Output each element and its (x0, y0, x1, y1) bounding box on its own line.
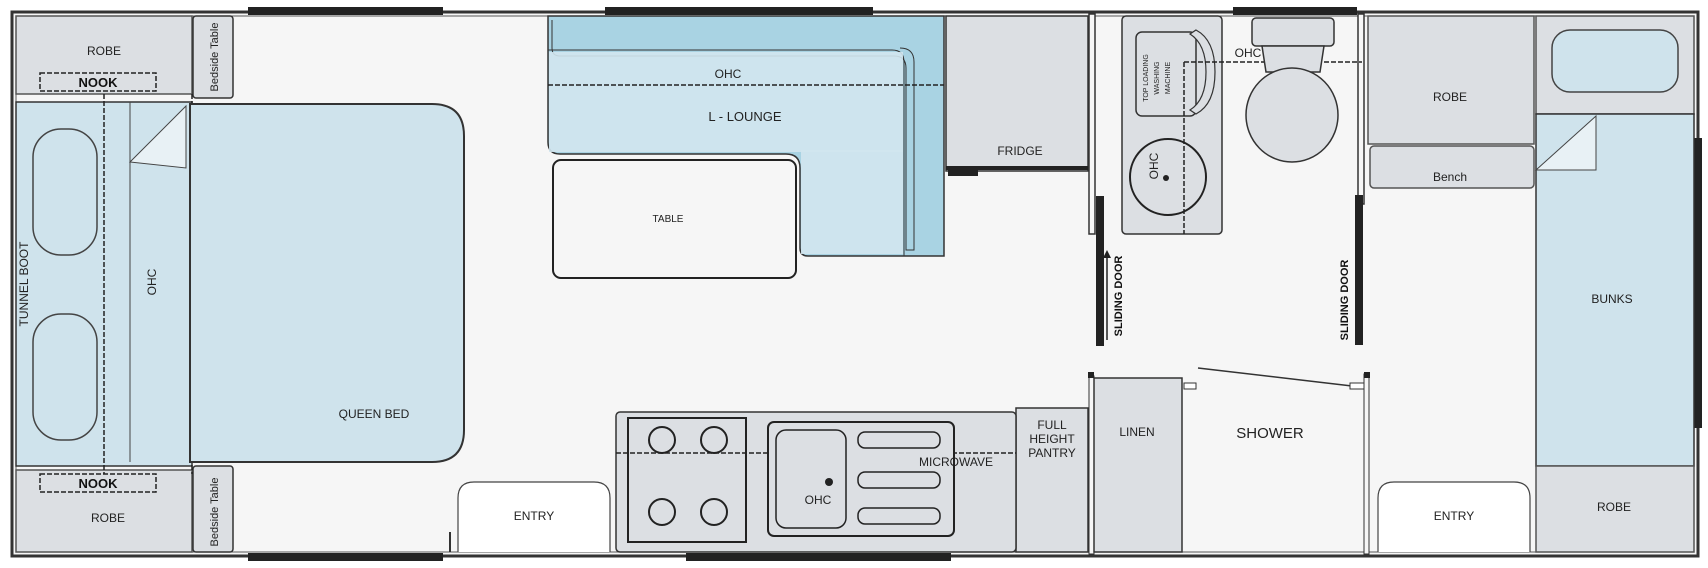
sliding-door-right-label: SLIDING DOOR (1339, 260, 1351, 341)
fridge-handle (948, 168, 978, 176)
pantry-label-2: HEIGHT (1029, 432, 1075, 446)
sliding-door-left (1096, 196, 1104, 346)
drainer-rib-3 (857, 507, 941, 525)
robe-right-label: ROBE (1433, 90, 1467, 104)
bed-fold (128, 104, 187, 169)
robe-bottom-right-label: ROBE (1597, 500, 1631, 514)
sliding-door-left-arrowhead (1103, 250, 1111, 258)
bunks-pillow (1551, 29, 1679, 93)
pantry-label-1: FULL (1037, 418, 1067, 432)
tunnel-boot-pad-top (32, 128, 98, 256)
ohc-lounge-label: OHC (715, 67, 742, 81)
fridge-label: FRIDGE (997, 144, 1042, 158)
tunnel-boot-pad-bottom (32, 313, 98, 441)
linen-wall-cap-1 (1088, 372, 1094, 378)
window-top-2 (605, 7, 873, 15)
nook-top (39, 72, 157, 92)
bedside-table-top-label: Bedside Table (209, 23, 221, 92)
entry-left (457, 481, 611, 552)
nook-top-label: NOOK (79, 75, 119, 90)
washing-machine-label-2: WASHING (1154, 61, 1161, 94)
linen-label: LINEN (1119, 425, 1154, 439)
shower-label: SHOWER (1236, 425, 1304, 442)
bench (1369, 145, 1535, 189)
bunks-label: BUNKS (1591, 292, 1632, 306)
burner-2 (700, 426, 728, 454)
window-bottom-1 (248, 553, 443, 561)
l-lounge-right-light (801, 150, 903, 254)
shower-screen-stop-left (1183, 382, 1197, 390)
bedside-table-top (192, 15, 234, 99)
nook-bottom-label: NOOK (79, 476, 119, 491)
washing-machine-lid (1188, 29, 1216, 115)
sliding-door-right (1355, 195, 1363, 345)
entry-right (1377, 481, 1531, 552)
burner-3 (648, 498, 676, 526)
entry-left-label: ENTRY (514, 509, 554, 523)
pantry-label-3: PANTRY (1028, 446, 1076, 460)
shower-screen (1197, 367, 1353, 387)
washing-machine (1135, 31, 1197, 117)
robe-bottom-left-label: ROBE (91, 511, 125, 525)
basin-drain (1163, 175, 1169, 181)
pantry (1015, 407, 1089, 553)
l-lounge-upper-light (549, 52, 903, 152)
ohc-ensuite-label: OHC (1235, 46, 1262, 60)
washing-machine-label-1: TOP LOADING (1143, 54, 1150, 102)
shower-screen-stop-right (1349, 382, 1365, 390)
window-top-3 (1233, 7, 1357, 15)
sink-drain (825, 478, 833, 486)
window-bottom-2 (686, 553, 951, 561)
toilet-cistern (1251, 17, 1335, 47)
robe-top-left-label: ROBE (87, 44, 121, 58)
table (552, 159, 797, 279)
bedside-table-bottom (192, 465, 234, 553)
bench-label: Bench (1433, 170, 1467, 184)
window-right (1694, 138, 1702, 428)
bunks-fold (1534, 114, 1597, 171)
sliding-door-left-label: SLIDING DOOR (1113, 256, 1125, 337)
wall-ensuite-right (1357, 13, 1365, 205)
sink-bowl (775, 429, 847, 529)
wall-ensuite-left (1088, 13, 1096, 235)
burner-1 (648, 426, 676, 454)
toilet-bowl (1245, 67, 1339, 163)
washing-machine-label-3: MACHINE (1165, 62, 1172, 95)
queen-bed-label: QUEEN BED (339, 407, 410, 421)
robe-right (1367, 15, 1535, 145)
ohc-vanity-label: OHC (1147, 152, 1161, 179)
l-lounge-label: L - LOUNGE (708, 109, 782, 124)
linen-wall-cap-2 (1364, 372, 1370, 378)
window-top-1 (248, 7, 443, 15)
shower-wall-right (1363, 373, 1370, 555)
linen (1093, 377, 1183, 553)
tunnel-boot-label: TUNNEL BOOT (17, 241, 31, 327)
drainer-rib-2 (857, 471, 941, 489)
bunks (1535, 113, 1695, 467)
entry-right-label: ENTRY (1434, 509, 1474, 523)
bedside-table-bottom-label: Bedside Table (209, 478, 221, 547)
burner-4 (700, 498, 728, 526)
fridge (945, 15, 1089, 172)
toilet-neck (1261, 45, 1325, 73)
robe-bottom-right (1535, 465, 1695, 553)
ohc-kitchen-label: OHC (805, 493, 832, 507)
ohc-bed-label: OHC (145, 268, 159, 295)
table-label: TABLE (653, 214, 684, 225)
cooktop (627, 417, 747, 543)
nook-bottom (39, 473, 157, 493)
microwave-label: MICROWAVE (919, 455, 993, 469)
queen-bed (189, 103, 465, 463)
drainer-rib-1 (857, 431, 941, 449)
